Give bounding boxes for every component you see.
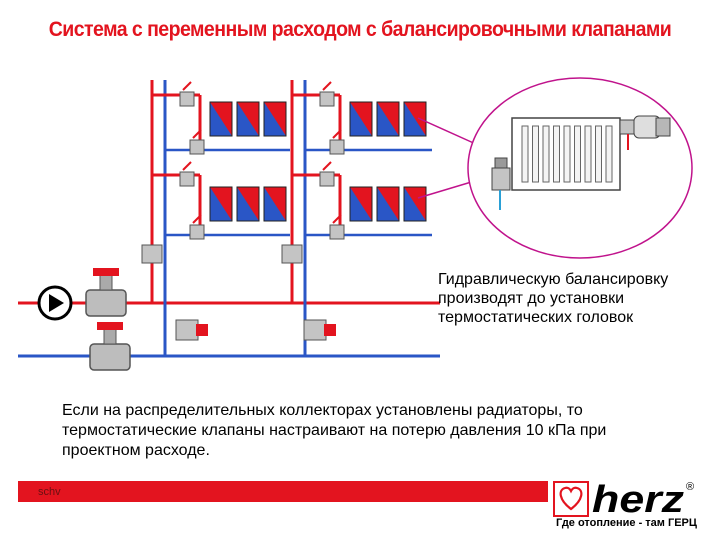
branch-valve-icon	[329, 214, 345, 240]
riser-bottom-valve-right-icon	[281, 244, 303, 264]
radiator-group	[209, 101, 287, 137]
company-slogan: Где отопление - там ГЕРЦ	[556, 517, 697, 529]
branch-valve-icon	[329, 129, 345, 155]
main-balancing-valve-supply-icon	[85, 268, 127, 317]
riser-valve-left-icon	[175, 319, 208, 341]
branch-valve-icon	[189, 129, 205, 155]
herz-logo: herz ®	[553, 479, 694, 518]
radiator-groups	[209, 101, 427, 222]
settings-description: Если на распределительных коллекторах ус…	[62, 402, 607, 459]
radiator-group	[349, 186, 427, 222]
return-valve-icon	[491, 157, 511, 210]
branch-valve-icon	[319, 161, 335, 187]
branch-valve-icon	[179, 81, 195, 107]
registered-mark: ®	[686, 481, 694, 493]
footer-label: schv	[38, 486, 61, 498]
detail-radiator-icon	[511, 117, 621, 191]
branch-valves	[179, 81, 345, 240]
main-balancing-valve-return-icon	[89, 322, 131, 371]
footer-bar	[18, 481, 548, 502]
riser-valve-right-icon	[303, 319, 336, 341]
balancing-note: Гидравлическую балансировку производят д…	[438, 271, 669, 326]
radiator-group	[349, 101, 427, 137]
zoom-line-lower	[417, 179, 479, 199]
circulation-pump-icon	[37, 285, 73, 321]
branch-valve-icon	[319, 81, 335, 107]
page-title: Система с переменным расходом с балансир…	[48, 18, 672, 41]
riser-bottom-valve-left-icon	[141, 244, 163, 264]
branch-valve-icon	[179, 161, 195, 187]
zoom-line-upper	[417, 117, 479, 146]
thermostatic-valve-icon	[619, 115, 671, 150]
logo-wordmark: herz	[592, 479, 684, 518]
radiator-group	[209, 186, 287, 222]
branch-valve-icon	[189, 214, 205, 240]
heart-icon	[559, 486, 583, 511]
